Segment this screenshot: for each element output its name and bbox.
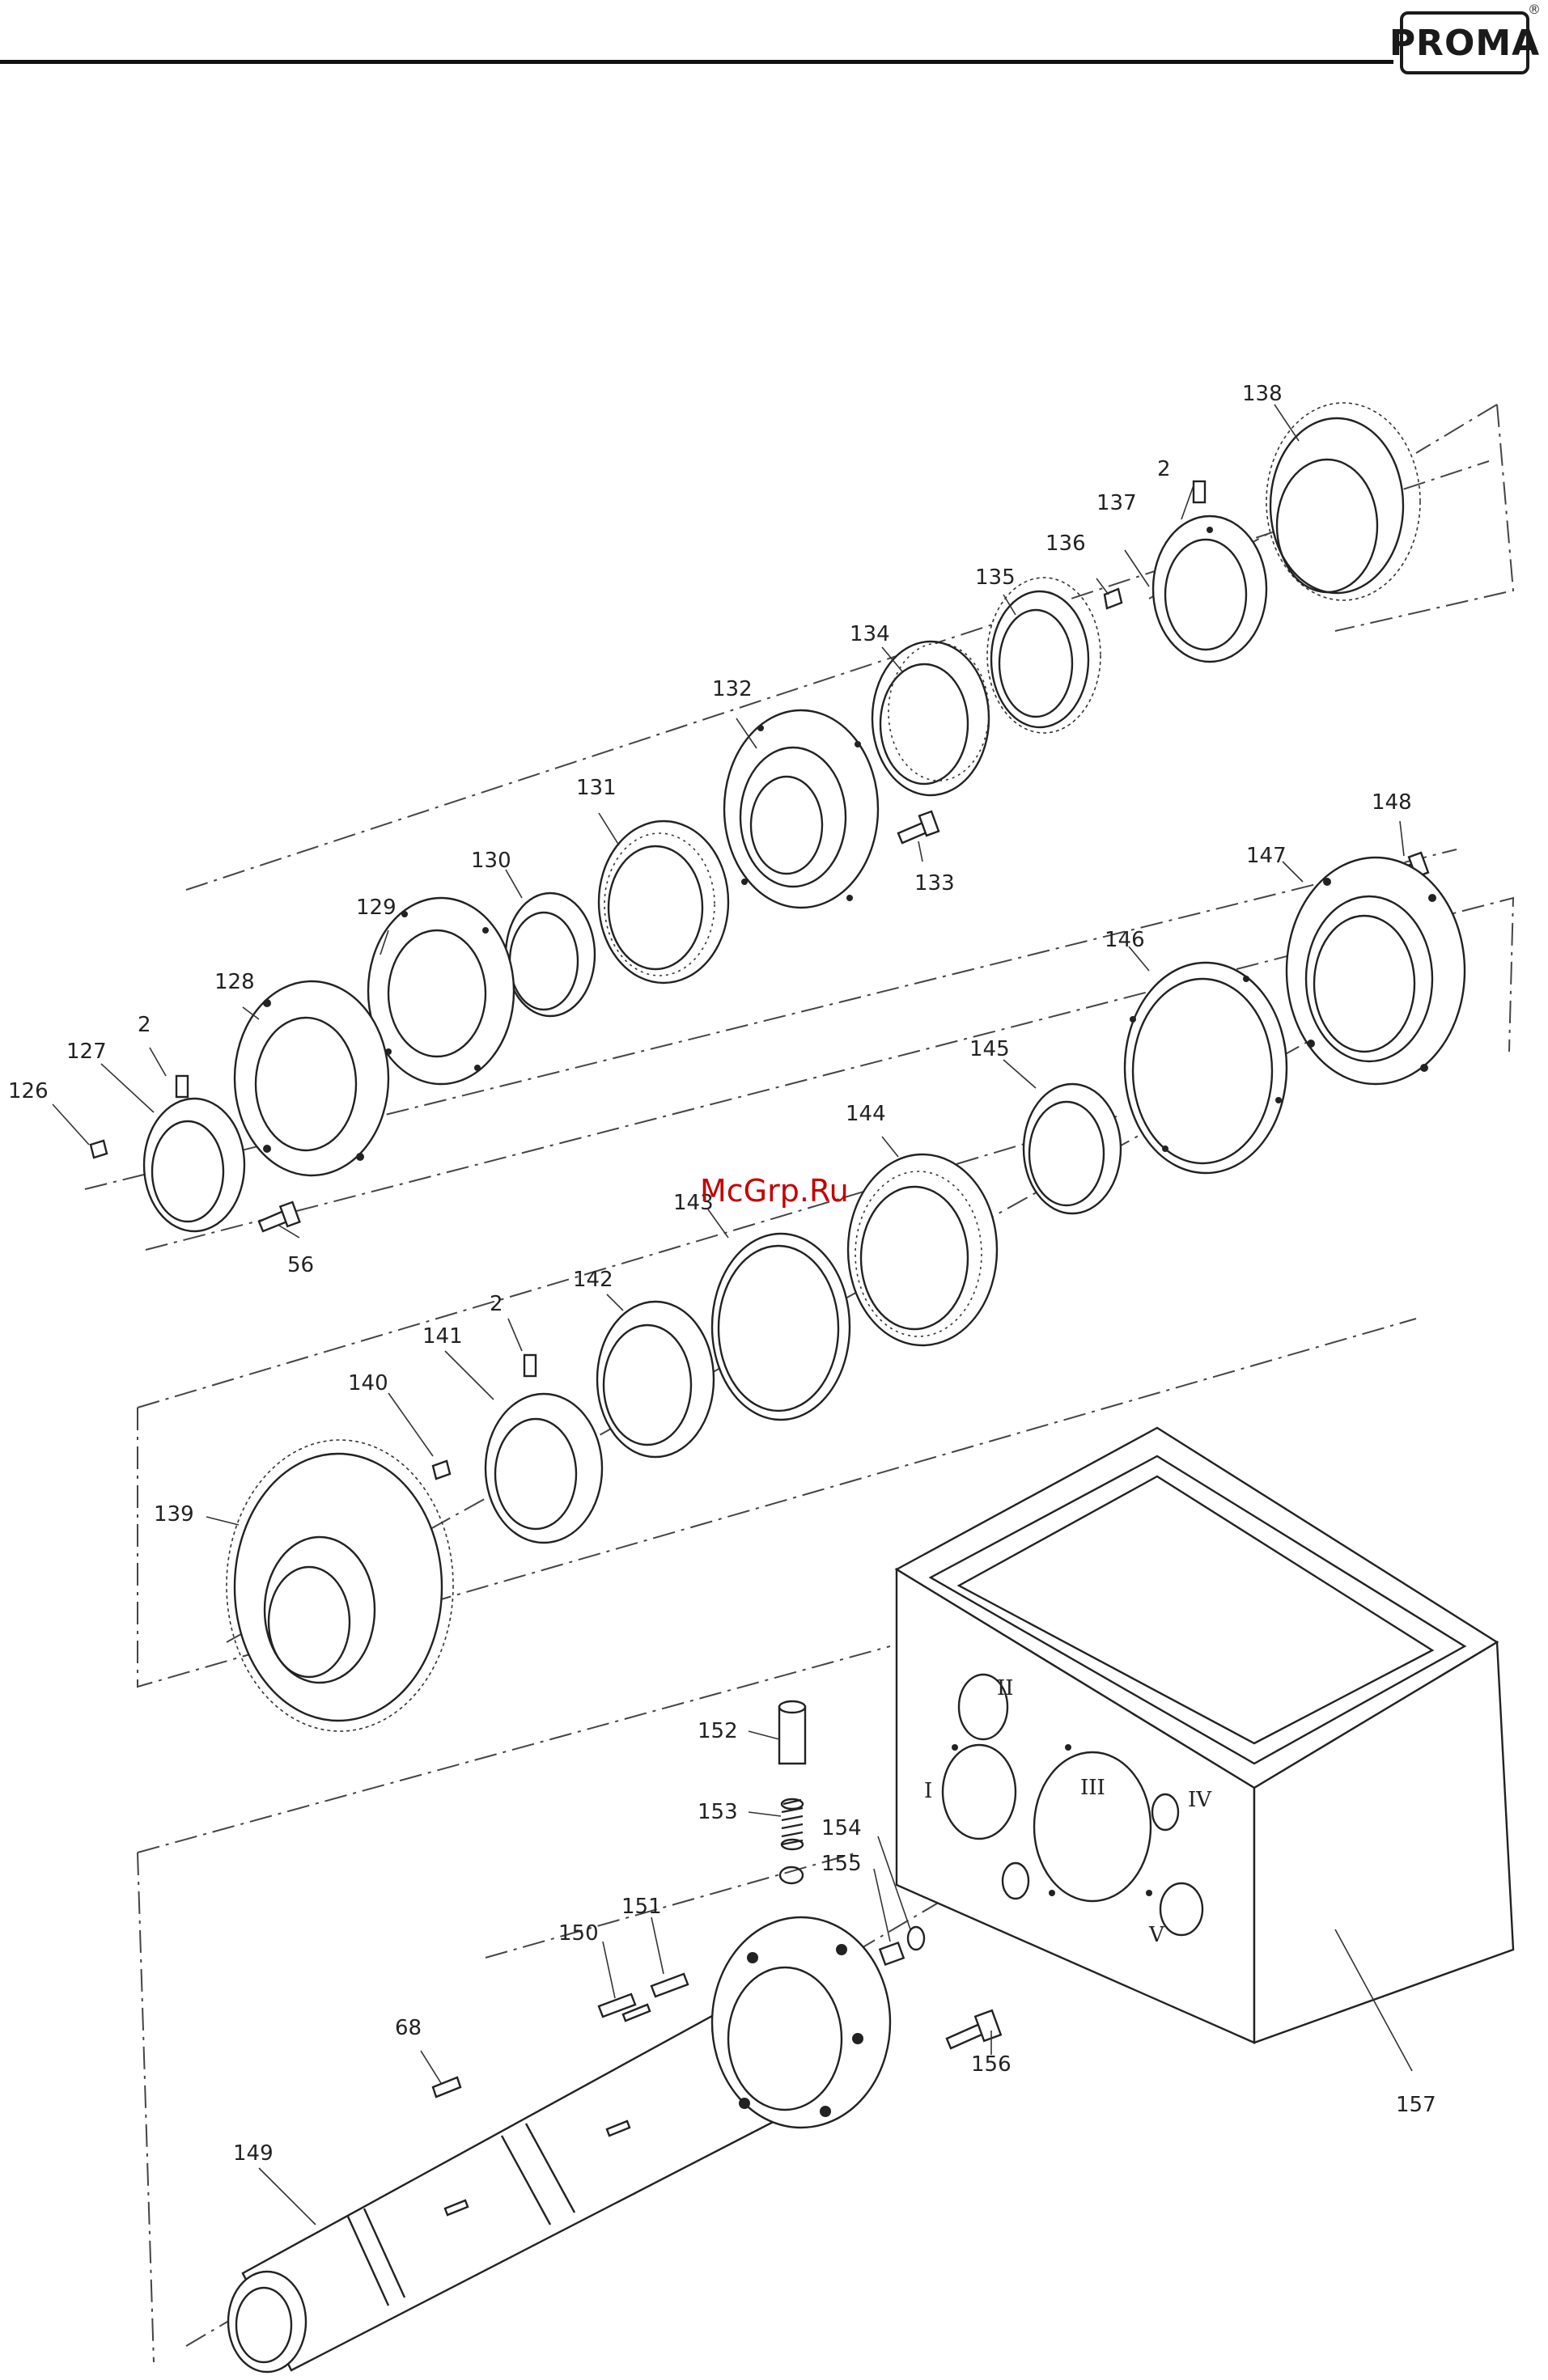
label-133: 133 bbox=[914, 871, 955, 896]
part-132-flange bbox=[724, 710, 878, 908]
part-126-key bbox=[91, 1141, 107, 1158]
part-135-gear-ring bbox=[987, 578, 1101, 733]
part-68-key bbox=[433, 2077, 460, 2097]
part-157-headstock-housing bbox=[897, 1428, 1513, 2043]
watermark: McGrp.Ru bbox=[700, 1173, 849, 1209]
part-137-locknut bbox=[1153, 516, 1266, 662]
label-56: 56 bbox=[287, 1253, 314, 1277]
part-133-bolt bbox=[898, 811, 939, 843]
part-145-ring bbox=[1024, 1084, 1121, 1213]
part-141-locknut bbox=[486, 1394, 602, 1543]
part-134-bearing bbox=[872, 642, 989, 795]
label-149: 149 bbox=[233, 2141, 274, 2166]
part-130-ring bbox=[506, 893, 595, 1016]
label-130: 130 bbox=[471, 849, 511, 873]
label-153: 153 bbox=[698, 1800, 738, 1824]
label-140: 140 bbox=[348, 1371, 388, 1395]
label-154: 154 bbox=[821, 1816, 862, 1840]
part-2-set-screw-c bbox=[524, 1355, 536, 1376]
label-2-c: 2 bbox=[490, 1292, 503, 1316]
part-143-ring bbox=[712, 1234, 850, 1420]
part-142-sleeve bbox=[597, 1302, 714, 1457]
label-144: 144 bbox=[846, 1102, 886, 1126]
label-2-b: 2 bbox=[138, 1013, 151, 1037]
label-155: 155 bbox=[821, 1852, 862, 1876]
label-150: 150 bbox=[558, 1921, 599, 1946]
part-138-gear bbox=[1266, 403, 1420, 600]
part-152-plunger bbox=[779, 1701, 805, 1764]
part-2-set-screw-b bbox=[176, 1076, 188, 1097]
label-131: 131 bbox=[576, 776, 617, 800]
label-146: 146 bbox=[1105, 928, 1145, 952]
part-153-spring bbox=[782, 1799, 803, 1849]
label-68: 68 bbox=[395, 2016, 422, 2040]
part-151-key bbox=[651, 1974, 688, 1997]
label-152: 152 bbox=[698, 1719, 738, 1743]
part-56-bolt bbox=[259, 1202, 299, 1231]
label-126: 126 bbox=[8, 1079, 49, 1103]
part-154-washer bbox=[908, 1927, 924, 1950]
label-2-a: 2 bbox=[1157, 457, 1171, 481]
bore-label-i: I bbox=[924, 1779, 932, 1803]
part-128-flange bbox=[235, 981, 388, 1175]
label-134: 134 bbox=[850, 622, 890, 646]
label-132: 132 bbox=[712, 677, 753, 701]
part-127-locknut bbox=[144, 1099, 244, 1231]
label-127: 127 bbox=[66, 1040, 107, 1064]
part-144-bearing bbox=[848, 1154, 997, 1345]
bore-label-iii: III bbox=[1080, 1776, 1105, 1800]
part-139-gear bbox=[227, 1440, 453, 1731]
part-131-bearing bbox=[599, 821, 728, 983]
label-137: 137 bbox=[1096, 491, 1137, 515]
part-129-gasket bbox=[368, 898, 514, 1084]
label-138: 138 bbox=[1242, 382, 1283, 406]
label-156: 156 bbox=[971, 2052, 1012, 2077]
label-136: 136 bbox=[1045, 531, 1086, 556]
label-139: 139 bbox=[154, 1502, 194, 1527]
bore-label-v: V bbox=[1148, 1923, 1165, 1947]
label-129: 129 bbox=[356, 896, 397, 920]
part-140-key bbox=[433, 1461, 450, 1479]
part-155-screw bbox=[880, 1942, 903, 1964]
label-147: 147 bbox=[1246, 844, 1287, 868]
part-2-set-screw-a bbox=[1194, 481, 1205, 502]
bore-label-iv: IV bbox=[1188, 1788, 1212, 1812]
label-141: 141 bbox=[422, 1324, 463, 1349]
label-128: 128 bbox=[214, 970, 255, 994]
label-148: 148 bbox=[1372, 790, 1412, 815]
label-145: 145 bbox=[969, 1037, 1010, 1061]
part-156-bolt bbox=[947, 2010, 1001, 2048]
part-147-flange bbox=[1287, 858, 1465, 1084]
bore-label-ii: II bbox=[997, 1676, 1014, 1700]
label-142: 142 bbox=[573, 1268, 613, 1292]
part-146-gasket bbox=[1125, 963, 1287, 1173]
label-151: 151 bbox=[621, 1895, 662, 1919]
label-157: 157 bbox=[1396, 2093, 1436, 2117]
label-135: 135 bbox=[975, 565, 1016, 590]
